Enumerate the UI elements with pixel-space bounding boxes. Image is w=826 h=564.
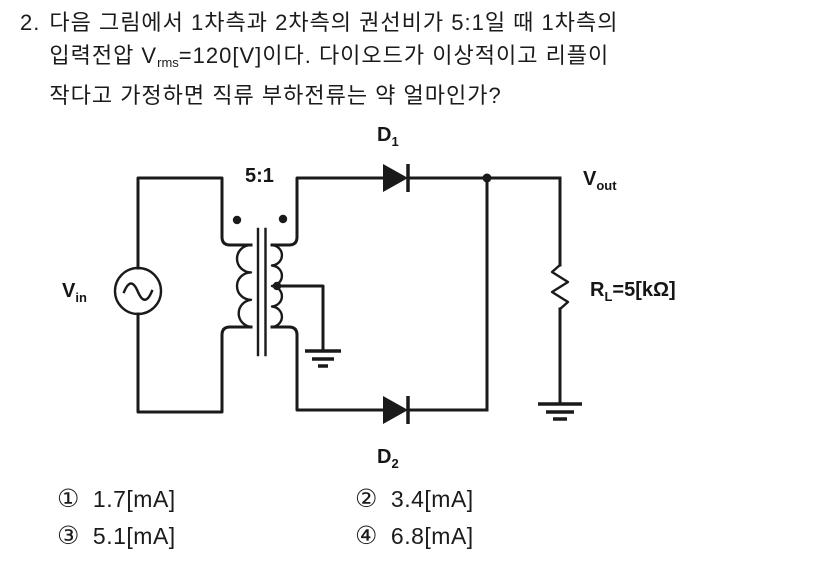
question-block: 2. 다음 그림에서 1차측과 2차측의 권선비가 5:1일 때 1차측의 입력… <box>20 6 809 112</box>
sine-wave-icon <box>122 282 154 301</box>
vin-label: Vin <box>62 280 87 305</box>
transformer-icon <box>232 214 288 357</box>
choice-2-text: 3.4[mA] <box>390 486 474 512</box>
choice-1-text: 1.7[mA] <box>92 486 176 512</box>
vout-label: Vout <box>583 168 617 193</box>
choice-1-marker: ① <box>57 485 80 513</box>
question-text: 다음 그림에서 1차측과 2차측의 권선비가 5:1일 때 1차측의 입력전압 … <box>49 6 809 112</box>
circuit-diagram: 5:1 Vin D1 D2 Vout RL=5[kΩ] <box>62 124 676 471</box>
d2-label: D2 <box>377 446 399 471</box>
polarity-dot-left <box>232 215 242 225</box>
question-number: 2. <box>20 10 41 35</box>
choice-4: ④ 6.8[mA] <box>355 523 474 550</box>
vrms-subscript: rms <box>157 55 179 70</box>
choice-2-marker: ② <box>355 485 378 513</box>
primary-winding <box>235 243 253 329</box>
wire-secondary-bottom <box>270 325 385 412</box>
diode-d2-icon <box>383 396 410 424</box>
rl-label: RL=5[kΩ] <box>590 279 676 304</box>
choice-3: ③ 5.1[mA] <box>57 523 355 550</box>
wire-secondary-top <box>270 176 385 247</box>
ground-icon <box>305 349 341 368</box>
question-line-2: 입력전압 Vrms=120[V]이다. 다이오드가 이상적이고 리플이 <box>49 43 610 70</box>
diode-d1-icon <box>383 164 410 192</box>
choice-3-text: 5.1[mA] <box>92 523 176 549</box>
choice-4-text: 6.8[mA] <box>390 523 474 549</box>
question-line-1: 다음 그림에서 1차측과 2차측의 권선비가 5:1일 때 1차측의 <box>49 10 619 35</box>
ground-icon <box>538 402 582 421</box>
answer-choices: ① 1.7[mA] ② 3.4[mA] ③ 5.1[mA] ④ 6.8[mA] <box>57 486 474 550</box>
choice-3-marker: ③ <box>57 522 80 550</box>
choice-2: ② 3.4[mA] <box>355 486 474 513</box>
question-line-3: 작다고 가정하면 직류 부하전류는 약 얼마인가? <box>49 83 502 108</box>
wire-center-tap <box>275 284 325 351</box>
d1-label: D1 <box>377 124 399 149</box>
secondary-winding <box>270 243 284 329</box>
choice-4-marker: ④ <box>355 522 378 550</box>
polarity-dot-right <box>278 214 288 224</box>
choice-1: ① 1.7[mA] <box>57 486 355 513</box>
resistor-icon <box>550 263 570 311</box>
turns-ratio-label: 5:1 <box>245 165 274 187</box>
wire-primary-bottom <box>136 312 253 414</box>
ac-source-icon <box>113 266 163 316</box>
wire-primary-top <box>136 176 253 270</box>
